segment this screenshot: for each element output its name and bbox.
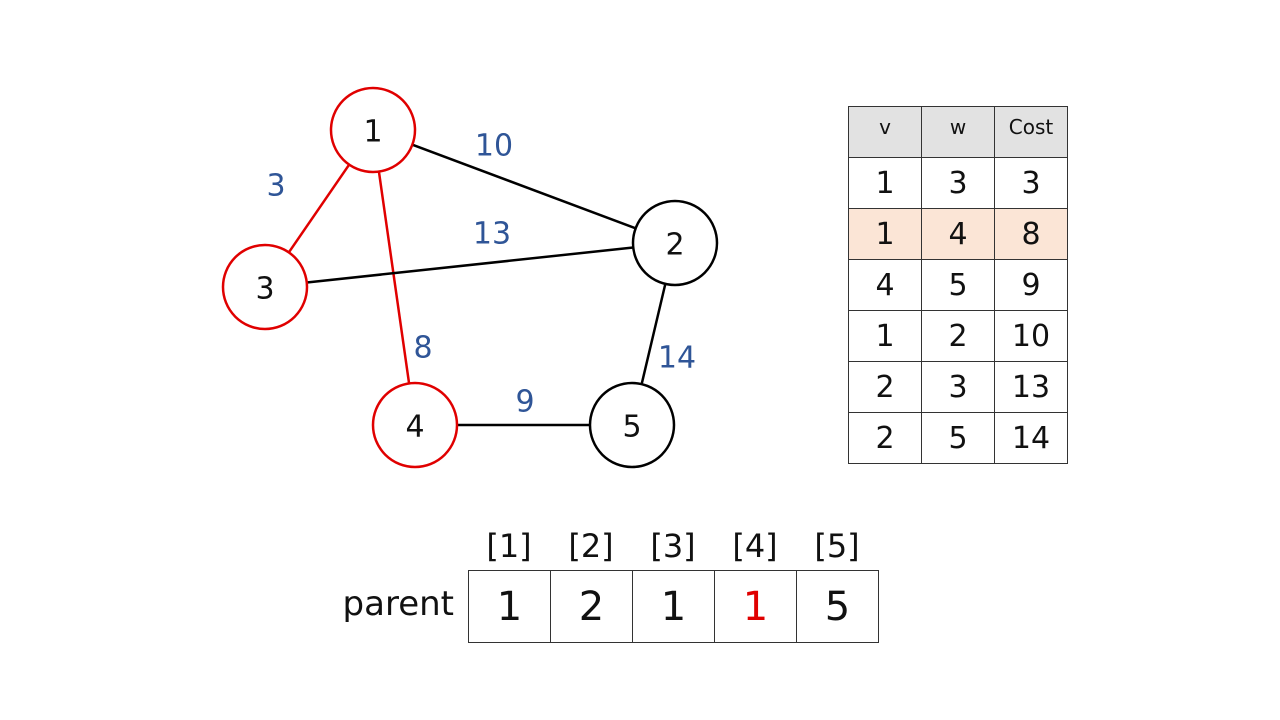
cell-w: 5 [921,259,995,311]
cell-cost: 9 [994,259,1068,311]
edge-1-2 [411,143,637,230]
header-w: w [921,106,995,158]
parent-index-label: [2] [568,527,614,565]
edge-3-2 [306,246,634,284]
edge-weight-1-3: 3 [266,169,285,204]
cell-cost: 8 [994,208,1068,260]
node-label-1: 1 [363,115,382,150]
parent-array-label: parent [342,584,454,624]
parent-index-label: [5] [814,527,860,565]
cell-v: 1 [848,157,922,209]
node-2 [631,199,719,287]
edge-weight-2-5: 14 [658,341,696,376]
node-label-3: 3 [255,272,274,307]
parent-cell: 2 [551,571,633,642]
node-3 [221,243,309,331]
edge-weight-1-4: 8 [413,331,432,366]
cell-cost: 10 [994,310,1068,362]
node-label-4: 4 [405,410,424,445]
parent-index-row: [1] [2] [3] [4] [5] [468,527,878,565]
node-5 [588,381,676,469]
cell-cost: 3 [994,157,1068,209]
parent-index-label: [1] [486,527,532,565]
node-label-2: 2 [665,228,684,263]
node-4 [371,381,459,469]
cell-w: 3 [921,157,995,209]
parent-cell: 5 [824,583,851,630]
edge-2-5 [640,283,667,385]
parent-index-label: [3] [650,527,696,565]
cell-w: 2 [921,310,995,362]
cell-v: 2 [848,412,922,464]
header-cost: Cost [994,106,1068,158]
cell-w: 3 [921,361,995,413]
parent-cell: 1 [715,571,797,642]
parent-index-label: [4] [732,527,778,565]
node-label-5: 5 [622,410,641,445]
edge-weight-4-5: 9 [515,385,534,420]
cell-v: 1 [848,310,922,362]
parent-cell: 1 [633,571,715,642]
edge-1-3 [287,163,351,254]
edge-1-4 [377,171,411,384]
edge-weight-1-2: 10 [475,129,513,164]
edge-weight-3-2: 13 [473,217,511,252]
parent-cell: 1 [469,571,551,642]
node-1 [329,86,417,174]
cell-w: 5 [921,412,995,464]
cell-cost: 14 [994,412,1068,464]
cell-w: 4 [921,208,995,260]
cell-cost: 13 [994,361,1068,413]
cell-v: 4 [848,259,922,311]
header-v: v [848,106,922,158]
cell-v: 2 [848,361,922,413]
table-header-row: v w Cost [848,106,1068,158]
cell-v: 1 [848,208,922,260]
